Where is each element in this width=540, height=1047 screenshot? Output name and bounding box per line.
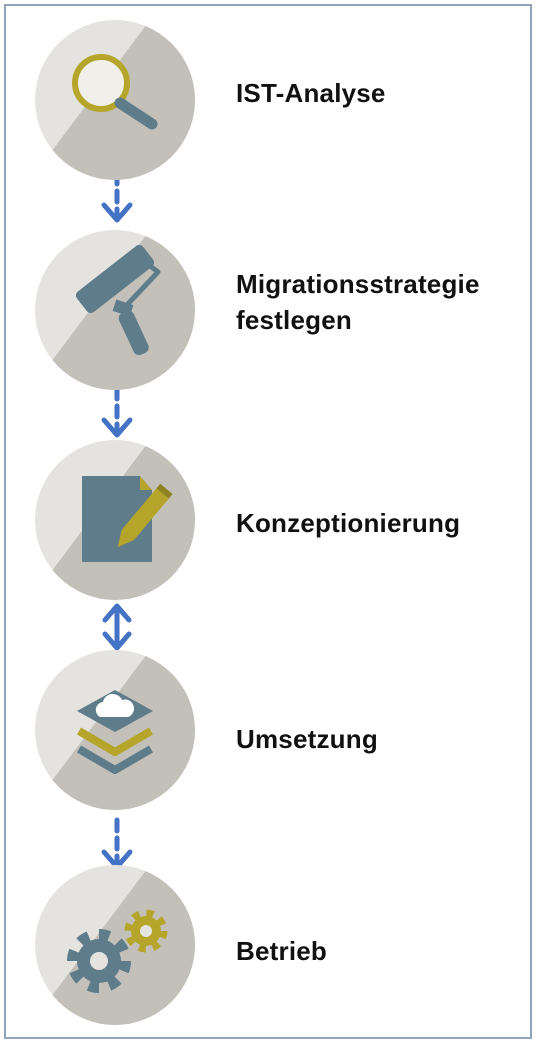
step-label-5-line-1: Betrieb	[236, 936, 327, 966]
connector-1	[101, 170, 133, 223]
step-label-2-line-1: Migrationsstrategie	[236, 269, 480, 299]
step-circle-5	[35, 865, 195, 1025]
paint-roller-icon	[75, 244, 161, 356]
connector-3-bidirectional	[102, 603, 132, 651]
step-label-3-line-1: Konzeptionierung	[236, 508, 461, 538]
step-label-4: Umsetzung	[236, 721, 378, 757]
step-label-2-line-2: festlegen	[236, 305, 352, 335]
step-label-5: Betrieb	[236, 933, 327, 969]
step-label-4-line-1: Umsetzung	[236, 724, 378, 754]
step-label-3: Konzeptionierung	[236, 505, 460, 541]
connector-4	[101, 817, 133, 870]
step-label-1: IST-Analyse	[236, 75, 386, 111]
small-gear-icon	[124, 909, 168, 953]
document-pencil-icon	[82, 476, 173, 562]
layers-cloud-icon	[76, 690, 154, 774]
step-label-1-line-1: IST-Analyse	[236, 78, 386, 108]
large-gear-icon	[67, 929, 131, 993]
magnifier-icon	[72, 54, 158, 130]
step-circle-4	[35, 650, 195, 810]
connector-2	[101, 385, 133, 438]
step-label-2: Migrationsstrategie festlegen	[236, 266, 480, 338]
gears-icon	[67, 909, 168, 993]
